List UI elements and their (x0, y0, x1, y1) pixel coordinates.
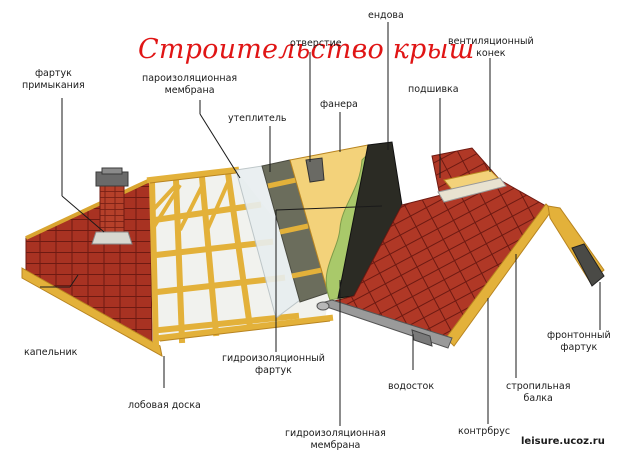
label-opening: отверстие (290, 38, 342, 50)
label-valley: ендова (368, 10, 404, 22)
label-plywood: фанера (320, 99, 358, 111)
label-fascia-board: лобовая доска (128, 400, 201, 412)
label-insulation: утеплитель (228, 113, 287, 125)
label-soffit: подшивка (408, 84, 459, 96)
label-counter-batten: контрбрус (458, 426, 510, 438)
label-gutter: водосток (388, 381, 434, 393)
label-drip-edge: капельник (24, 347, 77, 359)
site-watermark: leisure.ucoz.ru (521, 436, 605, 447)
